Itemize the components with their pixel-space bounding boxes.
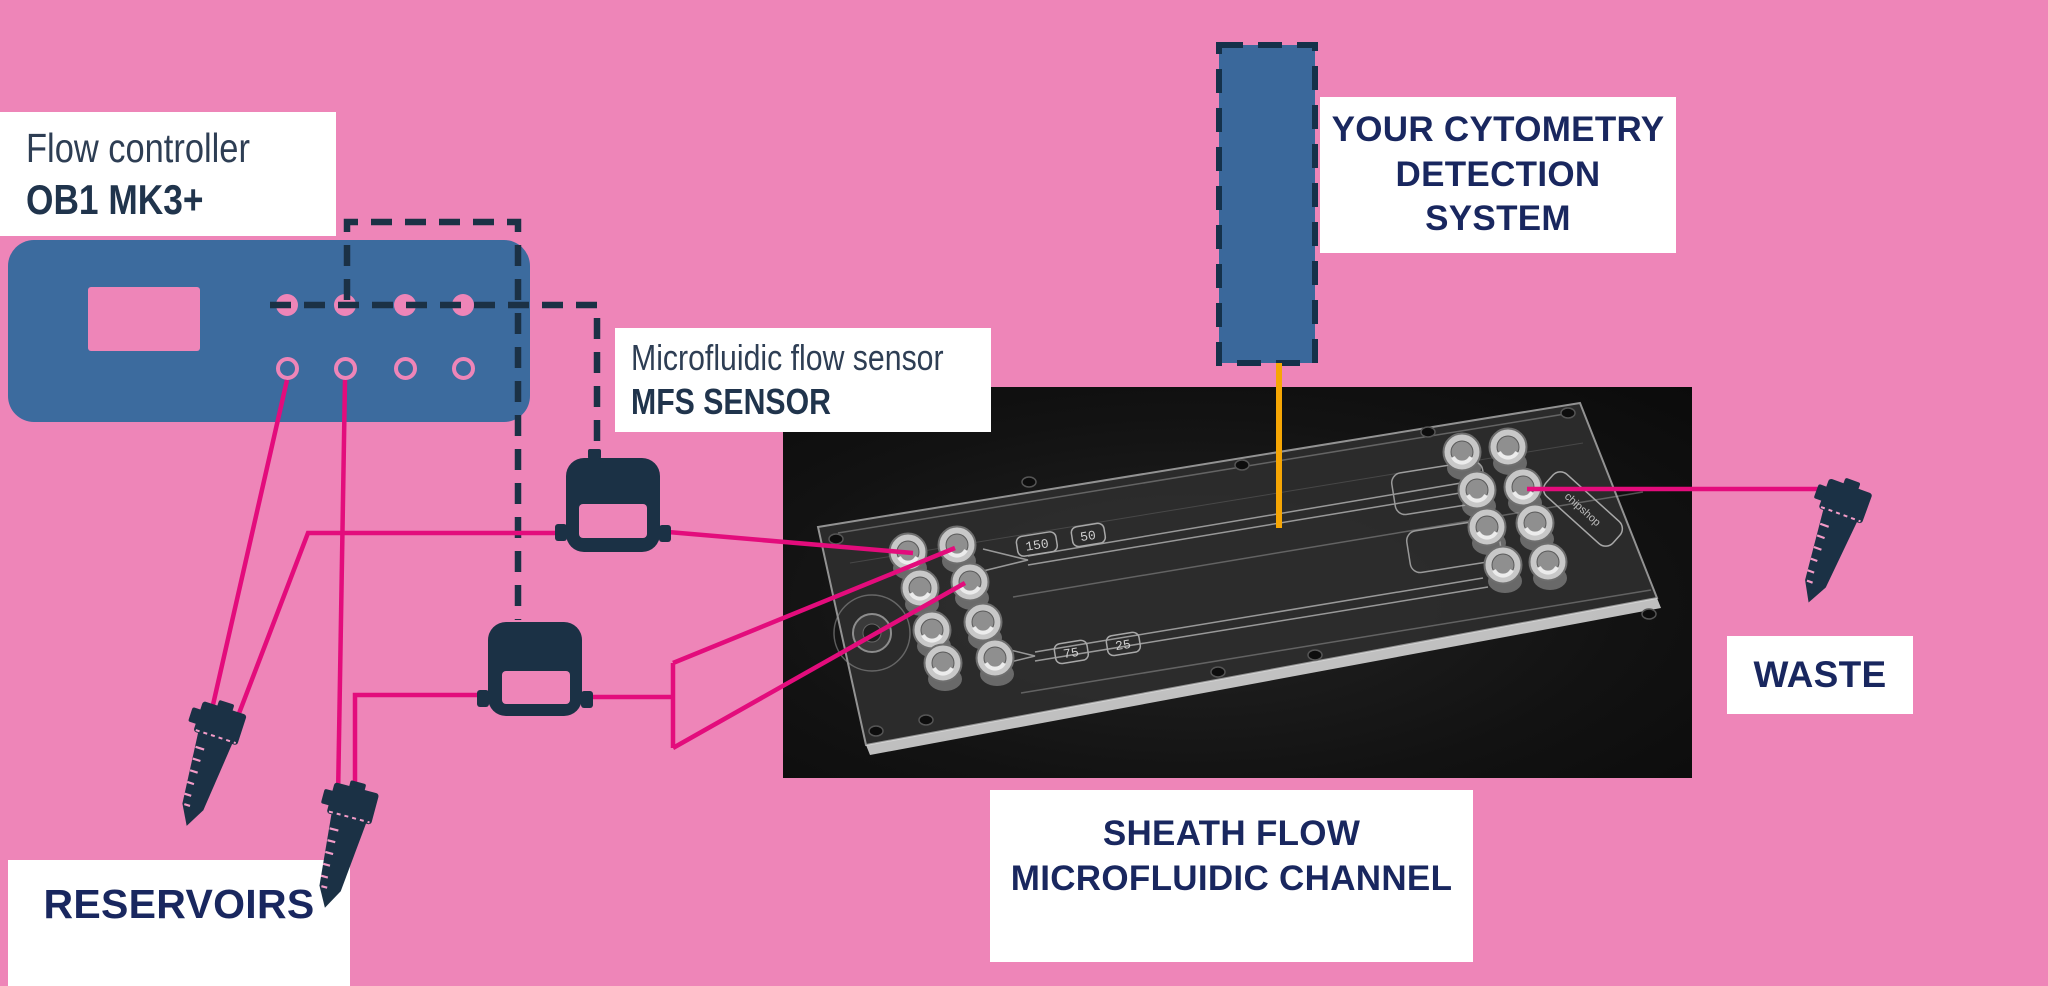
tubing-pressure-to-reservoir2 (335, 379, 348, 799)
controller-display (88, 287, 200, 351)
sensor-inlet-2-icon (334, 357, 357, 380)
flow-sensor-1 (555, 449, 671, 552)
pressure-outlet-2-icon (334, 294, 356, 316)
sensor-inlet-3-icon (394, 357, 417, 380)
sensor-inlet-1-icon (276, 357, 299, 380)
detection-system-box (1216, 42, 1318, 366)
sensor1-outlet-port (659, 525, 671, 542)
flow-sensor-title: Microfluidic flow sensor (631, 337, 944, 378)
sensor2-screen (502, 671, 570, 704)
cytometry-line2: DETECTION SYSTEM (1395, 154, 1601, 239)
sheath-line2: MICROFLUIDIC CHANNEL (1010, 858, 1453, 898)
pressure-outlet-4-icon (452, 294, 474, 316)
sheath-line1: SHEATH FLOW (1102, 814, 1361, 853)
cytometry-label: YOUR CYTOMETRY DETECTION SYSTEM (1320, 97, 1676, 253)
waste-text: WASTE (1753, 654, 1887, 696)
flow-controller-model: OB1 MK3+ (26, 175, 204, 223)
sensor2-outlet-port (581, 691, 593, 708)
microfluidic-chip-illustration: 150 50 75 25 chipshop (816, 401, 1661, 755)
sensor1-connector-icon (588, 449, 601, 459)
chip-marking-25: 25 (1114, 637, 1132, 654)
chip-glass-edge (866, 598, 1661, 755)
chip-photo: 150 50 75 25 chipshop (783, 387, 1692, 778)
pressure-outlet-1-icon (276, 294, 298, 316)
chip-marking-50: 50 (1079, 528, 1097, 545)
chip-body (816, 401, 1659, 747)
waste-tube (1778, 468, 1876, 612)
flow-sensor-model: MFS SENSOR (631, 381, 831, 422)
tubing-reservoir2-to-sensor2 (352, 692, 480, 793)
reservoirs-text: RESERVOIRS (43, 881, 315, 927)
sensor1-screen (579, 504, 647, 538)
flow-controller-title: Flow controller (26, 124, 250, 171)
sensor2-inlet-port (477, 690, 489, 707)
reservoirs-label: RESERVOIRS (8, 860, 350, 986)
pressure-outlet-3-icon (394, 294, 416, 316)
sensor-inlet-4-icon (452, 357, 475, 380)
sheath-channel-label: SHEATH FLOW MICROFLUIDIC CHANNEL (990, 790, 1473, 962)
waste-label: WASTE (1727, 636, 1913, 714)
flow-sensor-label: Microfluidic flow sensor MFS SENSOR (615, 328, 991, 432)
chip-marking-150: 150 (1024, 536, 1049, 554)
cytometry-line1: YOUR CYTOMETRY (1331, 109, 1665, 149)
flow-controller-label: Flow controller OB1 MK3+ (0, 112, 336, 236)
tubing-pressure-to-reservoir1 (207, 379, 290, 719)
sensor1-inlet-port (555, 524, 567, 541)
chip-marking-75: 75 (1062, 645, 1080, 662)
flow-sensor-2 (477, 622, 593, 716)
reservoir-tube-1 (156, 691, 250, 835)
chip-channels (982, 460, 1652, 694)
flow-controller-device (8, 240, 530, 422)
